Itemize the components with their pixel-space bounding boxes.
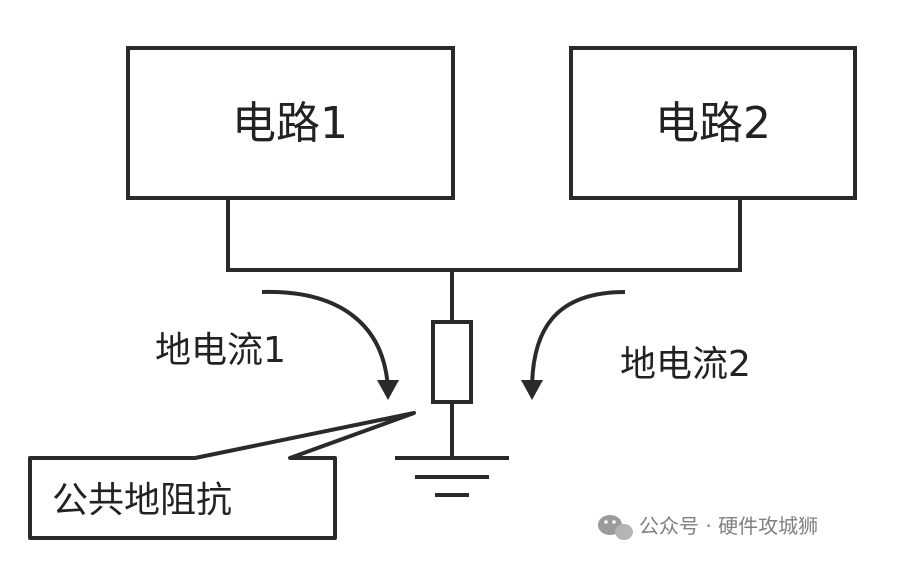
watermark: 公众号 · 硬件攻城狮 — [598, 514, 818, 540]
circuit-1-label: 电路1 — [232, 98, 348, 149]
watermark-text: 公众号 · 硬件攻城狮 — [639, 514, 818, 538]
ground-current-2-label: 地电流2 — [620, 344, 751, 385]
common-impedance-callout: 公共地阻抗 — [28, 411, 416, 540]
ground-current-2-arrow-icon — [521, 290, 626, 400]
circuit-2-block: 电路2 — [569, 46, 857, 200]
ground-current-1-label: 地电流1 — [155, 330, 286, 371]
ground-wiring — [226, 198, 742, 456]
circuit-1-block: 电路1 — [126, 46, 455, 200]
wechat-icon — [598, 515, 633, 540]
ground-current-1-arrow-icon — [261, 289, 399, 400]
common-impedance-resistor — [431, 320, 473, 404]
common-impedance-label: 公共地阻抗 — [52, 480, 232, 521]
ground-symbol-icon — [395, 456, 509, 497]
callout-box — [28, 411, 416, 540]
circuit-2-label: 电路2 — [655, 98, 771, 149]
